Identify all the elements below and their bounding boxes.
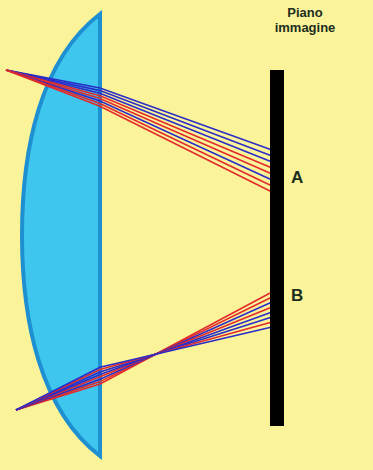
light-ray	[16, 307, 272, 410]
plane-label: Piano immagine	[269, 6, 341, 36]
light-ray	[16, 297, 272, 410]
point-label: B	[291, 286, 303, 306]
image-plane-bar	[270, 70, 284, 426]
light-ray	[6, 70, 272, 192]
light-rays	[6, 70, 272, 410]
point-label: A	[291, 168, 303, 188]
light-ray	[16, 327, 272, 410]
light-ray	[16, 292, 272, 410]
light-ray	[16, 302, 272, 410]
light-ray	[16, 312, 272, 410]
light-ray	[6, 70, 272, 186]
light-ray	[16, 317, 272, 410]
light-ray	[16, 322, 272, 410]
